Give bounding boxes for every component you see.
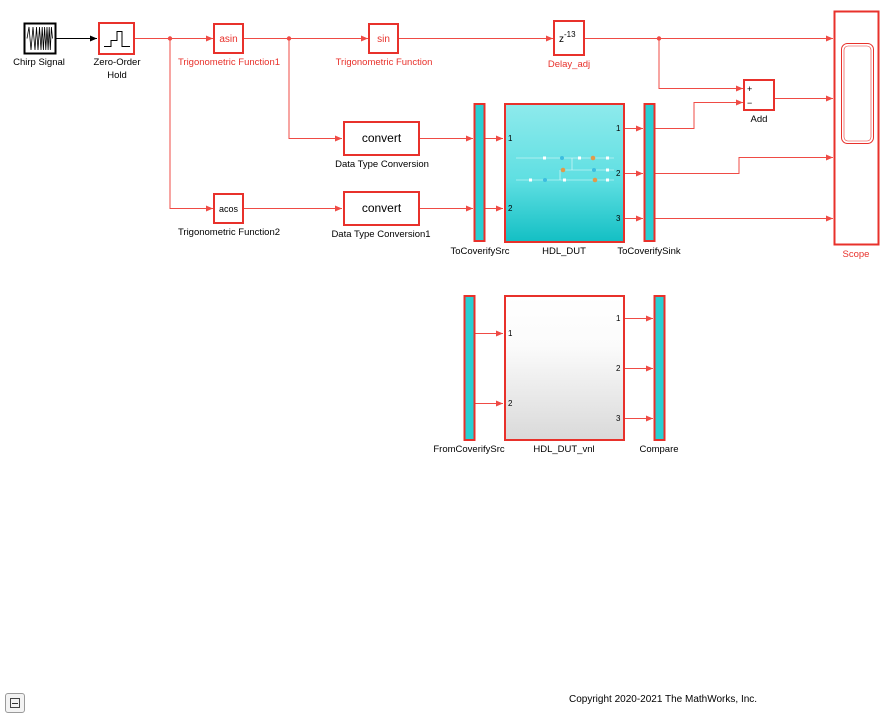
acos-block[interactable]: acos [213,193,244,224]
compare-block[interactable] [653,295,666,441]
zero-order-hold-label-line2: Hold [107,70,127,81]
convert-text: convert [362,131,402,145]
vnl-out-port-3: 3 [616,414,621,423]
acos-block-content: acos [219,204,239,214]
branch-point [286,36,292,41]
signal-line[interactable] [655,99,743,129]
signal-line[interactable] [655,154,833,174]
add-block[interactable]: + − [743,79,775,111]
to-coverify-src-block[interactable] [473,103,486,242]
vnl-in-port-2: 2 [508,399,513,408]
data-type-conversion1-block[interactable]: convert [343,191,420,226]
hdl-dut-label: HDL_DUT [542,246,586,257]
port-labels: 1 2 1 2 3 1 2 1 2 3 [508,124,621,423]
delay-exponent: -13 [564,30,576,39]
to-coverify-sink-block[interactable] [643,103,656,242]
subsystem-ports-icon [529,155,609,183]
zero-order-hold-block[interactable] [98,22,135,55]
branch-points [167,36,662,41]
dut-out-port-3: 3 [616,214,621,223]
sin-block-content: sin [377,34,390,45]
dut-out-port-2: 2 [616,169,621,178]
vnl-out-port-2: 2 [616,364,621,373]
signal-lines [56,35,833,422]
asin-block[interactable]: asin [213,23,244,54]
trig-function1-label: Trigonometric Function1 [177,57,281,68]
staircase-icon [104,31,130,47]
from-coverify-src-label: FromCoverifySrc [433,444,505,455]
data-type-conversion-label: Data Type Conversion [335,159,429,170]
chirp-signal-block[interactable] [23,22,57,55]
signal-line[interactable] [169,38,213,212]
chirp-signal-label: Chirp Signal [13,57,65,68]
to-coverify-src-label: ToCoverifySrc [450,246,510,257]
delay-content: z-13 [559,30,576,45]
zero-order-hold-label-line1: Zero-Order [93,57,141,68]
trig-function-label: Trigonometric Function [335,57,433,68]
add-minus-sign: − [747,98,752,108]
scope-label: Scope [842,249,870,260]
dut-out-port-1: 1 [616,124,621,133]
dut-in-port-1: 1 [508,134,513,143]
to-coverify-sink-label: ToCoverifySink [617,246,681,257]
data-type-conversion-block[interactable]: convert [343,121,420,156]
scope-screen-inner [843,45,872,142]
add-label: Add [750,114,768,125]
delay-block[interactable]: z-13 [553,20,585,56]
delay-adj-label: Delay_adj [547,59,591,70]
collapse-icon [10,698,20,708]
collapse-button[interactable] [5,693,25,713]
hdl-dut-block[interactable] [504,103,625,243]
dut-in-port-2: 2 [508,204,513,213]
signal-line[interactable] [658,38,743,92]
sin-block[interactable]: sin [368,23,399,54]
vnl-out-port-1: 1 [616,314,621,323]
chirp-icon [26,26,53,51]
branch-point [656,36,662,41]
asin-block-content: asin [219,34,237,45]
add-plus-sign: + [747,84,752,94]
copyright-text: Copyright 2020-2021 The MathWorks, Inc. [569,694,758,705]
data-type-conversion1-label: Data Type Conversion1 [331,229,431,240]
branch-point [167,36,173,41]
delay-base: z [559,34,564,45]
scope-screen-icon [841,43,874,144]
hdl-dut-vnl-label: HDL_DUT_vnl [533,444,595,455]
compare-label: Compare [639,444,679,455]
vnl-in-port-1: 1 [508,329,513,338]
convert-text: convert [362,201,402,215]
signal-line[interactable] [288,38,342,142]
scope-block[interactable] [833,10,880,246]
trig-function2-label: Trigonometric Function2 [177,227,281,238]
hdl-dut-vnl-block[interactable] [504,295,625,441]
from-coverify-src-block[interactable] [463,295,476,441]
